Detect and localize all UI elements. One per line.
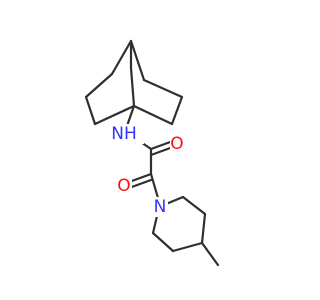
- structure-canvas: NH O O N: [84, 39, 220, 267]
- bond: [149, 172, 160, 200]
- n-atom: N: [152, 197, 168, 217]
- label-background: [152, 197, 168, 217]
- bond: [200, 241, 220, 267]
- label-background: [116, 124, 144, 144]
- molecule-structure: NH O O N: [84, 39, 220, 267]
- bond: [151, 214, 159, 235]
- carbonyl-oxygen-label: O: [170, 134, 183, 154]
- amide-oxygen-label: O: [117, 176, 130, 196]
- bond: [171, 241, 204, 253]
- atom-label-layer: NH O O N: [111, 124, 186, 217]
- nh-label: NH: [111, 124, 137, 144]
- bond: [149, 139, 175, 151]
- label-background: [170, 134, 186, 154]
- bond: [84, 72, 114, 99]
- label-background: [116, 176, 132, 196]
- bond: [149, 145, 175, 157]
- bond: [110, 39, 133, 76]
- bond-layer: [84, 39, 220, 267]
- bond: [164, 195, 185, 206]
- bond: [127, 178, 153, 190]
- bond: [181, 195, 207, 216]
- bond: [93, 104, 136, 126]
- bond: [142, 78, 184, 99]
- bond: [200, 212, 207, 245]
- bond: [132, 104, 174, 126]
- bond: [84, 95, 97, 126]
- bond: [129, 66, 136, 108]
- bond: [125, 104, 136, 128]
- bond: [127, 172, 153, 184]
- o1-atom: O: [170, 134, 186, 154]
- o2-atom: O: [116, 176, 132, 196]
- bond: [151, 231, 175, 253]
- piperidine-nitrogen-label: N: [154, 197, 167, 217]
- bond: [129, 39, 146, 82]
- nh-atom: NH: [111, 124, 144, 144]
- bond: [170, 95, 184, 126]
